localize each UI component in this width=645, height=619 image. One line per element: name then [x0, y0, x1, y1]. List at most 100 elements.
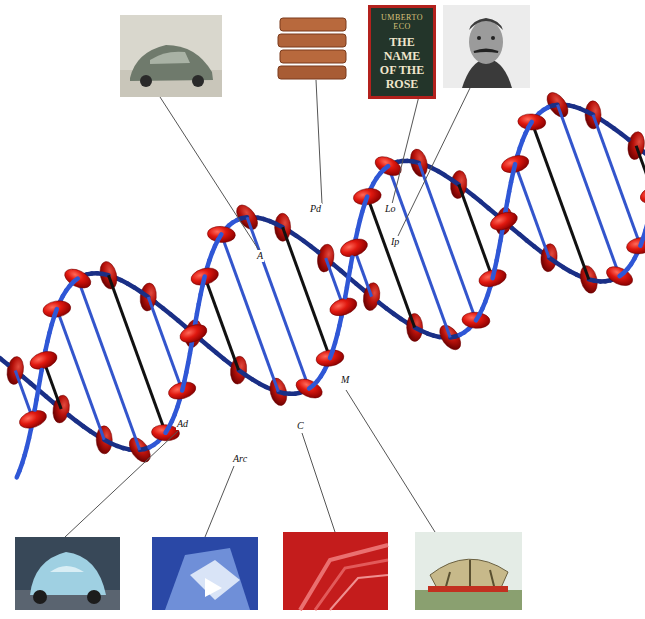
- illustration-part: [205, 578, 222, 597]
- photo-red-abstract: [283, 532, 388, 610]
- illustration-part: [300, 545, 388, 610]
- strand-label: Lo: [384, 203, 397, 215]
- illustration-part: [274, 213, 290, 241]
- book-cover: UMBERTO ECOTHE NAME OF THE ROSE: [368, 5, 436, 99]
- helix-rung: [148, 297, 182, 391]
- illustration-part: [30, 552, 106, 595]
- illustration-part: [207, 225, 236, 243]
- helix-bead: [352, 187, 382, 207]
- illustration-part: [445, 560, 495, 590]
- helix-bead: [517, 113, 546, 131]
- helix-bead: [207, 225, 236, 243]
- illustration-part: [415, 590, 522, 610]
- illustration-part: [192, 75, 204, 87]
- illustration-part: [474, 50, 498, 53]
- helix-strand: [349, 267, 351, 277]
- illustration-part: [280, 18, 346, 31]
- illustration-part: [65, 431, 178, 537]
- illustration-part: [346, 390, 435, 532]
- illustration-part: [349, 267, 351, 277]
- illustration-part: [280, 50, 346, 63]
- photo-building: [152, 537, 258, 610]
- helix-rung: [515, 164, 549, 258]
- helix-bead: [638, 182, 645, 206]
- illustration-part: [603, 263, 635, 290]
- helix-bead: [167, 379, 198, 402]
- strand-label: A: [256, 250, 264, 262]
- helix-bead: [603, 263, 635, 290]
- helix-bead: [96, 426, 112, 454]
- helix-bead: [461, 311, 490, 329]
- strand-label: Ad: [176, 418, 189, 430]
- illustration-part: [459, 185, 493, 279]
- illustration-part: [515, 164, 549, 258]
- helix-strand: [38, 380, 40, 390]
- illustration-part: [352, 187, 382, 207]
- double-helix: [0, 89, 645, 478]
- illustration-part: [488, 209, 520, 234]
- illustration-part: [398, 88, 470, 236]
- illustration-part: [283, 532, 388, 610]
- illustration-part: [189, 265, 220, 288]
- illustration-part: [638, 182, 645, 206]
- helix-bead: [585, 101, 601, 129]
- photo-beetle: [15, 537, 120, 610]
- helix-rung: [283, 227, 330, 358]
- illustration-part: [585, 101, 601, 129]
- illustration-part: [578, 264, 600, 295]
- helix-bead: [488, 209, 520, 234]
- illustration-part: [443, 5, 530, 88]
- strand-label: M: [340, 374, 350, 386]
- helix-rung: [593, 115, 640, 246]
- helix-rung: [459, 185, 493, 279]
- illustration-part: [315, 560, 388, 610]
- illustration-part: [461, 311, 490, 329]
- helix-bead: [42, 299, 72, 319]
- photo-portrait: [443, 5, 530, 88]
- helix-bead: [293, 375, 325, 402]
- illustration-part: [408, 147, 430, 178]
- strand-label: C: [296, 420, 305, 432]
- illustration-part: [392, 92, 420, 204]
- helix-bead: [626, 131, 645, 161]
- illustration-part: [247, 217, 309, 388]
- illustration-part: [120, 15, 222, 97]
- illustration-part: [108, 275, 165, 432]
- illustration-part: [415, 532, 522, 610]
- helix-rung: [419, 163, 476, 320]
- illustration-part: [97, 260, 119, 291]
- illustration-part: [469, 18, 503, 30]
- helix-rung: [221, 234, 278, 391]
- photo-citroen: [120, 15, 222, 97]
- helix-rung: [78, 279, 140, 450]
- illustration-part: [167, 379, 198, 402]
- illustration-part: [205, 466, 234, 537]
- illustration-part: [62, 265, 94, 292]
- helix-bead: [477, 267, 508, 290]
- illustration-part: [626, 131, 645, 161]
- illustration-part: [190, 560, 240, 600]
- helix-bead: [578, 264, 600, 295]
- illustration-part: [267, 376, 289, 407]
- illustration-part: [221, 234, 278, 391]
- illustration-part: [406, 313, 422, 341]
- illustration-part: [87, 590, 101, 604]
- leader-lines: [65, 80, 470, 537]
- illustration-part: [593, 115, 640, 246]
- illustration-part: [38, 380, 40, 390]
- illustration-part: [178, 321, 210, 346]
- helix-bead: [499, 153, 530, 176]
- illustration-part: [302, 433, 335, 532]
- photo-pavilion: [415, 532, 522, 610]
- illustration-part: [469, 20, 503, 64]
- strand-label: Ip: [390, 236, 400, 248]
- illustration-part: [293, 375, 325, 402]
- illustration-part: [0, 353, 1, 358]
- illustration-part: [152, 537, 258, 610]
- helix-rung: [205, 277, 239, 371]
- illustration-part: [419, 163, 476, 320]
- helix-rung: [247, 217, 309, 388]
- illustration-part: [636, 146, 645, 195]
- illustration-part: [532, 122, 589, 279]
- illustration-part: [278, 66, 346, 79]
